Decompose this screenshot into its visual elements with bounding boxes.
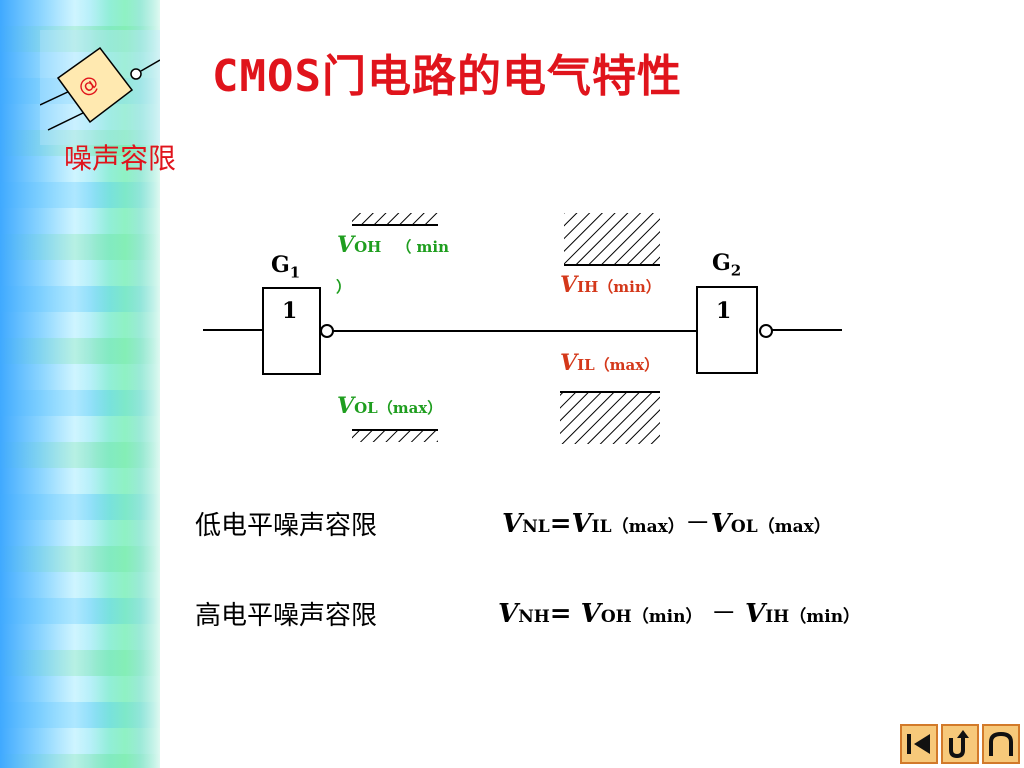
vil-hatch [560, 392, 660, 444]
gate-g2-label: G2 [712, 250, 742, 280]
g1-output-bubble [320, 324, 334, 338]
strip-band [0, 754, 160, 768]
gate-g1-symbol: 1 [282, 298, 298, 324]
strip-band [0, 728, 160, 754]
voh-hatch [352, 213, 438, 225]
vol-max-label: VOL（max） [337, 393, 443, 419]
strip-band [0, 572, 160, 598]
strip-band [0, 182, 160, 208]
strip-band [0, 364, 160, 390]
strip-band [0, 338, 160, 364]
strip-band [0, 260, 160, 286]
strip-band [0, 156, 160, 182]
g2-output-bubble [759, 324, 773, 338]
slide-title: CMOS门电路的电气特性 [212, 51, 682, 102]
gate-g1-label: G1 [271, 252, 301, 282]
strip-band [0, 286, 160, 312]
strip-band [0, 598, 160, 624]
strip-band [0, 390, 160, 416]
strip-band [0, 0, 160, 26]
home-button[interactable] [982, 724, 1020, 764]
strip-band [0, 26, 160, 52]
return-button[interactable] [941, 724, 979, 764]
return-icon [949, 730, 969, 759]
vil-max-label: VIL（max） [560, 350, 660, 376]
low-noise-margin-formula: VNL=VIL（max）－VOL（max） [502, 509, 831, 539]
strip-band [0, 442, 160, 468]
gate-g2-symbol: 1 [716, 298, 732, 324]
strip-band [0, 416, 160, 442]
noise-margin-diagram [203, 213, 842, 444]
high-noise-margin-formula: VNH= VOH（min） － VIH（min） [498, 599, 861, 629]
strip-band [0, 208, 160, 234]
strip-band [0, 702, 160, 728]
voh-min-label: VOH （ min [337, 232, 450, 258]
gate-g2-box [696, 286, 758, 374]
high-noise-margin-label: 高电平噪声容限 [195, 601, 378, 631]
slide-subtitle: 噪声容限 [64, 142, 177, 175]
first-page-button[interactable] [900, 724, 938, 764]
home-icon [989, 731, 1013, 756]
strip-band [0, 624, 160, 650]
logic-gate-logo: @ [40, 30, 160, 145]
vih-hatch [564, 213, 660, 265]
first-page-icon [907, 734, 930, 754]
low-noise-margin-label: 低电平噪声容限 [195, 511, 378, 541]
decorative-side-strip [0, 0, 160, 768]
strip-band [0, 234, 160, 260]
strip-band [0, 676, 160, 702]
strip-band [0, 650, 160, 676]
strip-band [0, 520, 160, 546]
strip-band [0, 312, 160, 338]
strip-band [0, 546, 160, 572]
strip-band [0, 468, 160, 494]
strip-band [0, 494, 160, 520]
strip-band [0, 130, 160, 156]
voh-min-close-paren: ） [336, 278, 352, 296]
vih-min-label: VIH（min） [560, 272, 661, 298]
vol-hatch [352, 430, 438, 442]
